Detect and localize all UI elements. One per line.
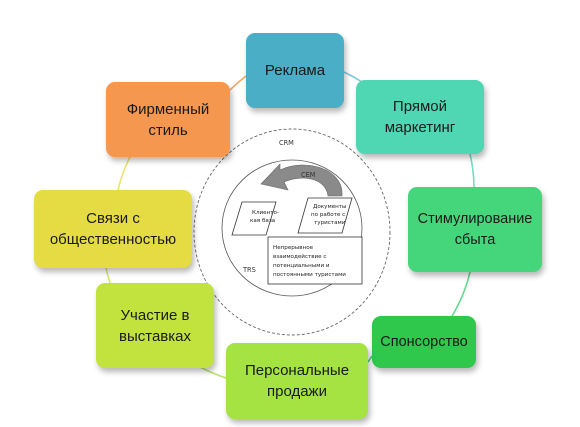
tile-sponsorship: Спонсорство [372,316,476,368]
interaction-box: Непрерывное взаимодействие с потенциальн… [267,236,363,285]
cem-arrow [260,163,343,197]
outer-ring [105,71,475,379]
interaction-line-2: взаимодействие с [273,253,326,260]
documents-line-3: туристами [314,220,346,226]
client-base-line-1: Клиенто- [252,210,279,216]
documents-line-2: по работе с [311,212,345,218]
tile-public-relations: Связи с общественностью [34,190,192,268]
documents-line-1: Документы [313,204,346,210]
documents-shape [297,197,353,234]
tile-exhibitions: Участие в выставках [96,283,214,368]
ring-arc-green-dark [367,355,373,363]
tile-advertising: Реклама [246,33,344,108]
crm-label: CRM [279,139,294,147]
tile-sales-promotion: Стимулирование сбыта [408,187,542,272]
interaction-shape [267,236,363,285]
cem-label: CEM [301,171,316,179]
ring-arc-teal [469,153,475,189]
documents-box: Документы по работе с туристами [297,197,353,234]
inner-circle [221,159,363,297]
client-base-line-2: кая база [250,218,275,224]
tile-direct-marketing: Прямой маркетинг [356,80,484,154]
tile-corporate-style: Фирменный стиль [106,82,230,157]
ring-arc-green [451,271,471,317]
crm-circle [193,128,391,336]
ring-arc-orange [229,75,247,91]
tile-personal-selling: Персональные продажи [226,343,368,419]
ring-arc-yellow [117,156,131,191]
interaction-line-4: постоянными туристами [273,272,346,278]
client-base-box: Клиенто- кая база [231,201,279,236]
ring-arc-yellow-green [105,267,111,284]
client-base-shape [231,201,277,236]
interaction-line-1: Непрерывное [273,245,314,251]
interaction-line-3: потенциальными и [273,263,330,269]
ring-arc-lime [199,366,227,379]
cem-arrow-shape [260,163,343,197]
trs-label: TRS [242,266,256,274]
